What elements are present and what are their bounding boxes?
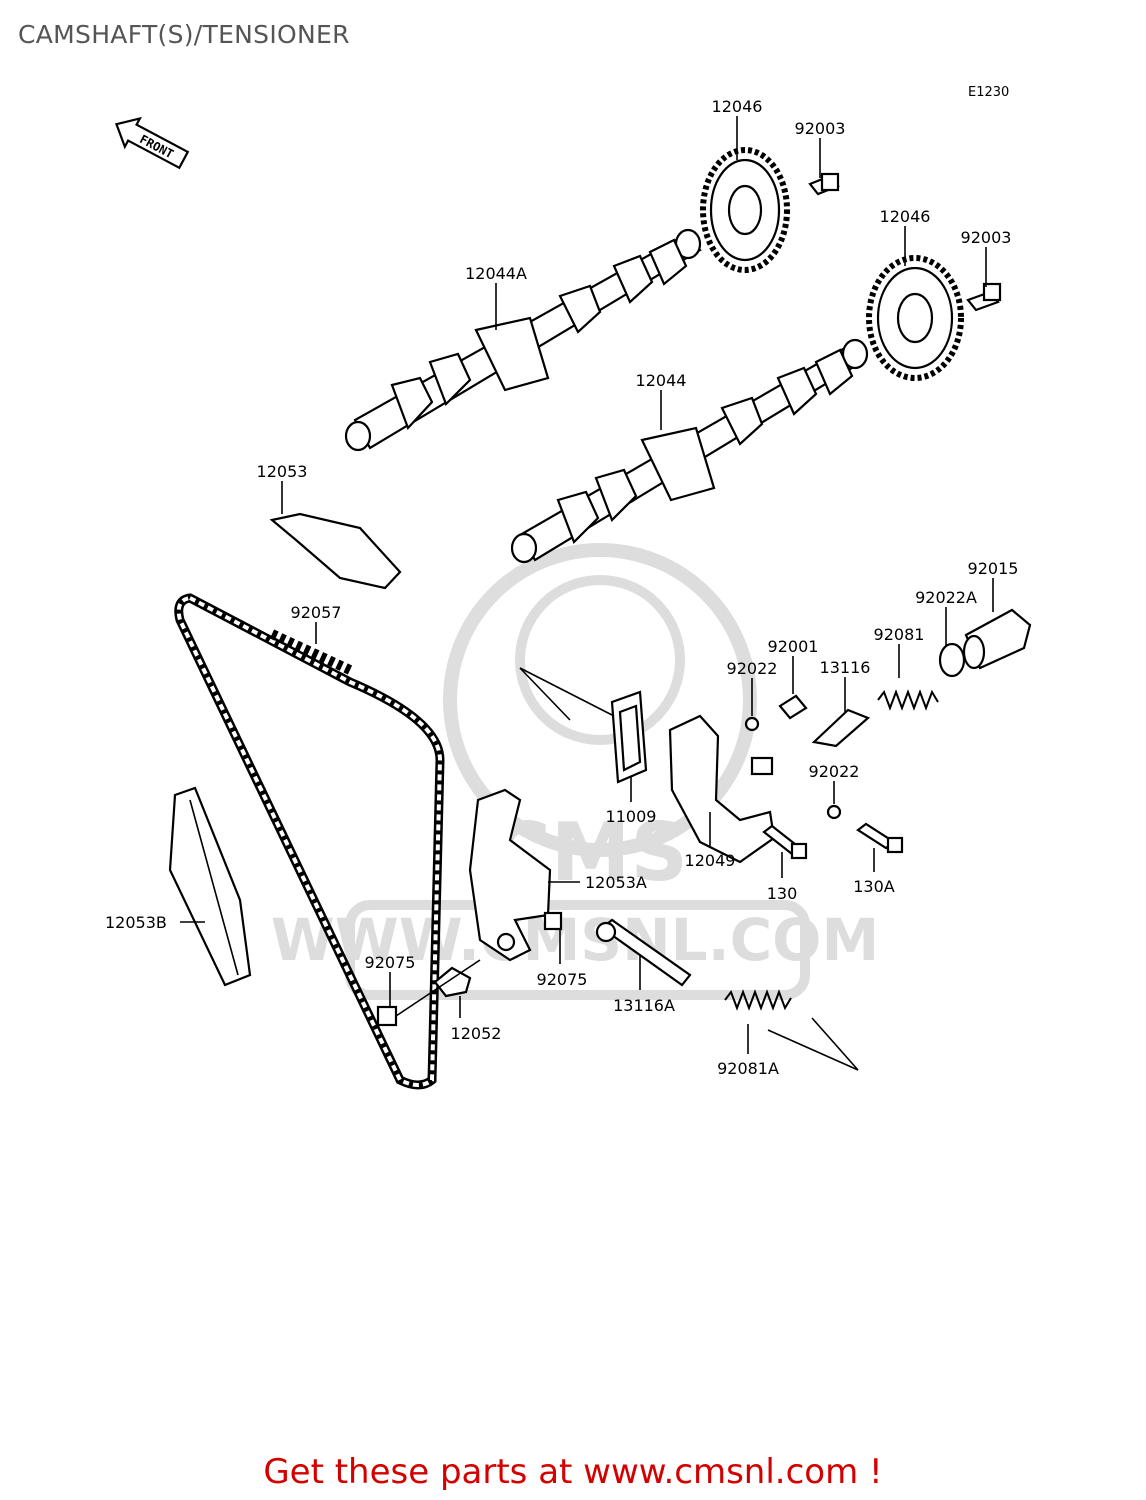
spring-92081 xyxy=(877,689,939,711)
chain-guide-12053B xyxy=(168,786,252,987)
cam-sprocket-upper xyxy=(700,147,790,273)
front-arrow-icon: FRONT xyxy=(114,116,190,170)
spring-92081A xyxy=(724,989,792,1011)
bolt-130A xyxy=(856,822,904,854)
ring-92022A xyxy=(938,642,966,678)
bolt-12052 xyxy=(433,966,472,998)
pin-13116 xyxy=(811,708,871,748)
tensioner-body-12049 xyxy=(668,714,776,864)
bolt-92003-lower xyxy=(966,282,1002,312)
label-13116: 13116 xyxy=(820,658,871,677)
cam-sprocket-lower xyxy=(866,255,964,381)
label-13116A: 13116A xyxy=(613,996,675,1015)
cap-92015 xyxy=(962,608,1032,670)
label-92057: 92057 xyxy=(291,603,342,622)
cms-watermark: WWW.CMSNL.COM CMS xyxy=(271,543,879,1000)
label-12053A: 12053A xyxy=(585,873,647,892)
damper-92075-mid xyxy=(543,911,563,931)
label-12053B: 12053B xyxy=(105,913,167,932)
label-12046-top: 12046 xyxy=(712,97,763,116)
label-92081A: 92081A xyxy=(717,1059,779,1078)
label-12046-right: 12046 xyxy=(880,207,931,226)
washer-92022-mid xyxy=(826,804,842,820)
bolt-92001 xyxy=(778,694,808,720)
damper-92075-left xyxy=(376,1005,398,1027)
label-130A: 130A xyxy=(853,877,895,896)
pin-13116A xyxy=(595,918,692,987)
cam-chain-92057 xyxy=(174,593,445,1090)
label-12044A: 12044A xyxy=(465,264,527,283)
bolt-92003-upper xyxy=(808,172,840,196)
label-92022A: 92022A xyxy=(915,588,977,607)
label-12052: 12052 xyxy=(451,1024,502,1043)
label-92075-left: 92075 xyxy=(365,953,416,972)
label-12049: 12049 xyxy=(685,851,736,870)
label-92003-top: 92003 xyxy=(795,119,846,138)
leader-lines xyxy=(180,116,994,1071)
label-11009: 11009 xyxy=(606,807,657,826)
diagram-code: E1230 xyxy=(968,85,1009,100)
page-title: CAMSHAFT(S)/TENSIONER xyxy=(18,20,350,49)
camshaft-12044 xyxy=(510,338,869,564)
gasket-11009 xyxy=(610,690,648,784)
camshaft-12044A xyxy=(344,228,702,452)
bolt-130 xyxy=(762,824,808,860)
washer-92022-top xyxy=(744,716,760,732)
label-12044: 12044 xyxy=(636,371,687,390)
watermark-url: WWW.CMSNL.COM xyxy=(271,906,879,974)
label-92081: 92081 xyxy=(874,625,925,644)
label-130: 130 xyxy=(767,884,798,903)
label-92003-right: 92003 xyxy=(961,228,1012,247)
label-12053: 12053 xyxy=(257,462,308,481)
label-92015: 92015 xyxy=(968,559,1019,578)
tensioner-guide-12053A xyxy=(468,788,552,962)
label-92075-mid: 92075 xyxy=(537,970,588,989)
label-92022-mid: 92022 xyxy=(809,762,860,781)
footer-link[interactable]: Get these parts at www.cmsnl.com ! xyxy=(263,1452,883,1492)
chain-guide-12053 xyxy=(269,512,402,590)
label-92022-top: 92022 xyxy=(727,659,778,678)
label-92001: 92001 xyxy=(768,637,819,656)
